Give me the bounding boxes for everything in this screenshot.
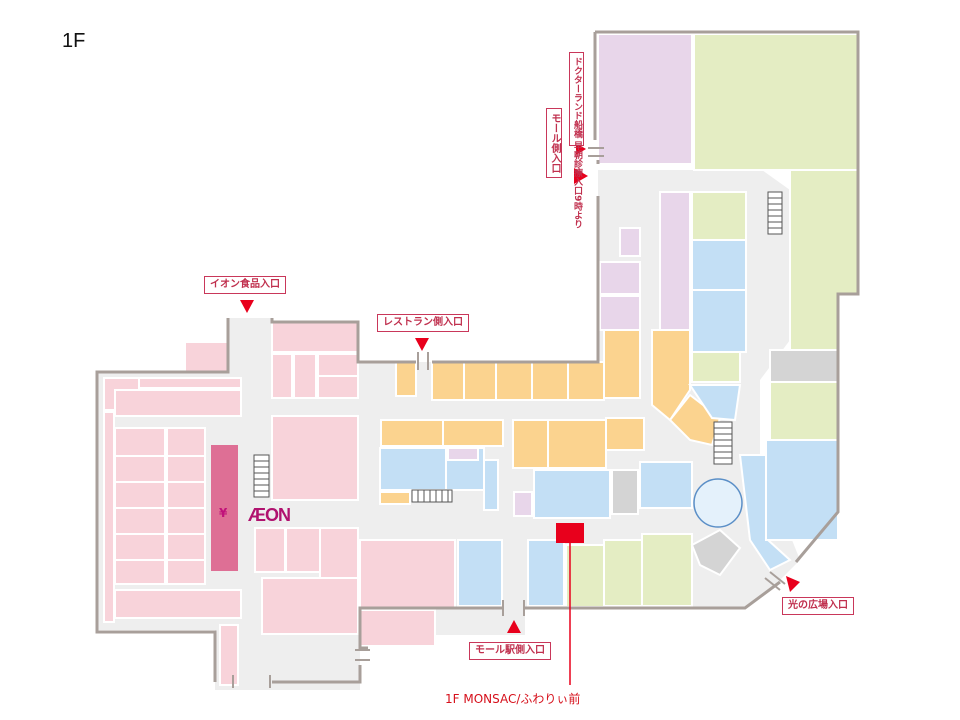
entrance-arrows	[240, 143, 800, 633]
hikari-plaza-arrow	[786, 576, 800, 592]
restaurant-arrow	[415, 338, 429, 351]
aeon-area	[103, 321, 456, 686]
entrance-label-mall-station: モール駅側入口	[469, 642, 551, 660]
entrance-label-doctor-land: ドクターランド船橋 早朝診療入口9時より	[569, 52, 584, 228]
aeon-food-arrow	[240, 300, 254, 313]
blue-area	[379, 239, 839, 607]
restaurant-area	[379, 329, 722, 505]
entrance-label-mall-side: モール側入口	[546, 108, 562, 178]
entrance-label-aeon-food: イオン食品入口	[204, 276, 286, 294]
marker-label: 1F MONSAC/ふわりぃ前	[445, 692, 581, 706]
door-marks	[232, 147, 786, 688]
escalators	[253, 191, 783, 503]
entrance-label-hikari-plaza: 光の広場入口	[782, 597, 854, 615]
entrance-label-restaurant: レストラン側入口	[377, 314, 469, 332]
aeon-logo: ÆON	[248, 505, 291, 525]
yen-icon: ¥	[219, 506, 228, 520]
mall-side-arrow	[574, 168, 588, 184]
aeon-block	[211, 445, 238, 571]
outer-walls	[95, 30, 860, 684]
mall-station-arrow	[507, 620, 521, 633]
green-area	[565, 33, 859, 608]
floor-label: 1F	[62, 30, 86, 52]
lavender-area	[447, 33, 693, 517]
escalator-stripes	[254, 197, 782, 502]
gray-area	[611, 349, 839, 577]
doctor-land-arrow	[576, 143, 586, 155]
atrium-circle	[693, 478, 743, 528]
location-marker	[556, 523, 584, 543]
